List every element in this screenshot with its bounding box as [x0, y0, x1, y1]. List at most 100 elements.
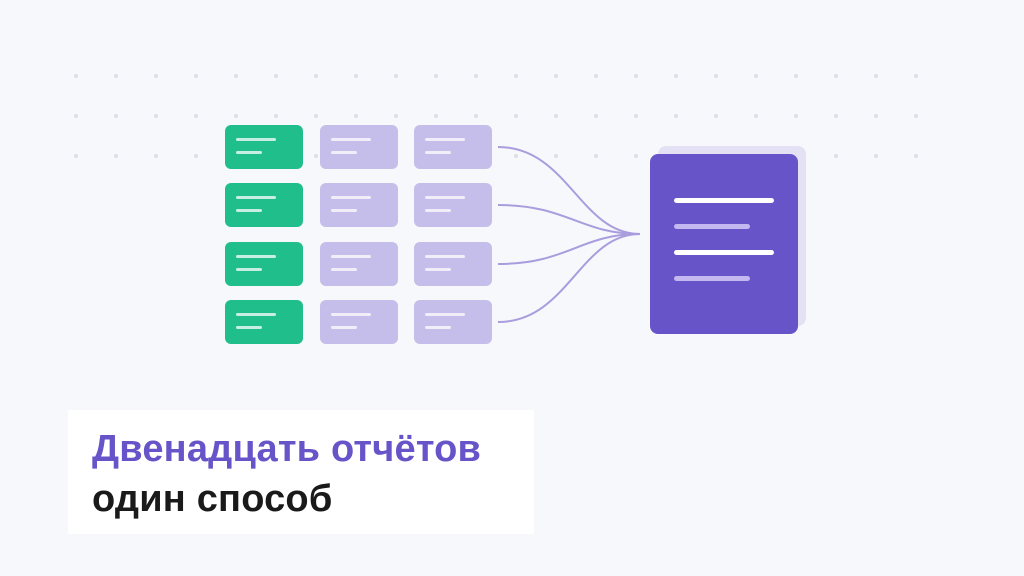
- card-text-line: [331, 255, 371, 258]
- card-text-line: [331, 209, 357, 212]
- grid-dot: [274, 114, 278, 118]
- grid-dot: [194, 154, 198, 158]
- grid-dot: [194, 114, 198, 118]
- card-text-line: [425, 138, 465, 141]
- grid-dot: [634, 114, 638, 118]
- caption-subline: один способ: [92, 478, 333, 520]
- grid-dot: [274, 74, 278, 78]
- report-card-icon: [320, 125, 398, 169]
- connector-line: [497, 204, 641, 235]
- grid-dot: [74, 114, 78, 118]
- report-card-icon: [225, 125, 303, 169]
- card-text-line: [425, 255, 465, 258]
- grid-dot: [834, 114, 838, 118]
- report-card-icon: [225, 183, 303, 227]
- grid-dot: [194, 74, 198, 78]
- grid-dot: [834, 154, 838, 158]
- grid-dot: [634, 74, 638, 78]
- card-text-line: [236, 313, 276, 316]
- grid-dot: [554, 114, 558, 118]
- card-text-line: [236, 138, 276, 141]
- grid-dot: [834, 74, 838, 78]
- grid-dot: [874, 74, 878, 78]
- document-text-line: [674, 250, 774, 255]
- grid-dot: [914, 114, 918, 118]
- grid-dot: [754, 114, 758, 118]
- card-text-line: [236, 151, 262, 154]
- grid-dot: [474, 114, 478, 118]
- grid-dot: [114, 74, 118, 78]
- card-text-line: [236, 209, 262, 212]
- grid-dot: [914, 154, 918, 158]
- grid-dot: [514, 154, 518, 158]
- grid-dot: [234, 114, 238, 118]
- report-card-icon: [320, 183, 398, 227]
- report-card-icon: [414, 183, 492, 227]
- grid-dot: [674, 74, 678, 78]
- report-card-icon: [414, 242, 492, 286]
- caption-box: Двенадцать отчётов один способ: [68, 410, 534, 534]
- grid-dot: [74, 74, 78, 78]
- grid-dot: [434, 74, 438, 78]
- report-card-icon: [414, 300, 492, 344]
- connector-line: [497, 233, 641, 265]
- grid-dot: [754, 74, 758, 78]
- grid-dot: [594, 154, 598, 158]
- grid-dot: [314, 154, 318, 158]
- document-text-line: [674, 276, 750, 281]
- grid-dot: [514, 114, 518, 118]
- grid-dot: [554, 154, 558, 158]
- grid-dot: [714, 114, 718, 118]
- caption-headline: Двенадцать отчётов: [92, 428, 482, 470]
- grid-dot: [874, 114, 878, 118]
- grid-dot: [634, 154, 638, 158]
- card-text-line: [331, 326, 357, 329]
- grid-dot: [154, 74, 158, 78]
- grid-dot: [874, 154, 878, 158]
- card-text-line: [425, 196, 465, 199]
- grid-dot: [434, 114, 438, 118]
- grid-dot: [914, 74, 918, 78]
- card-text-line: [425, 151, 451, 154]
- card-text-line: [425, 313, 465, 316]
- connector-line: [497, 146, 641, 235]
- report-card-icon: [414, 125, 492, 169]
- card-text-line: [236, 326, 262, 329]
- document-text-line: [674, 224, 750, 229]
- card-text-line: [331, 151, 357, 154]
- grid-dot: [794, 114, 798, 118]
- grid-dot: [594, 74, 598, 78]
- card-text-line: [331, 196, 371, 199]
- grid-dot: [514, 74, 518, 78]
- grid-dot: [154, 154, 158, 158]
- report-card-icon: [320, 300, 398, 344]
- grid-dot: [314, 74, 318, 78]
- card-text-line: [425, 326, 451, 329]
- card-text-line: [425, 268, 451, 271]
- grid-dot: [314, 114, 318, 118]
- report-card-icon: [320, 242, 398, 286]
- report-card-icon: [225, 242, 303, 286]
- card-text-line: [236, 255, 276, 258]
- report-card-icon: [225, 300, 303, 344]
- grid-dot: [794, 74, 798, 78]
- grid-dot: [154, 114, 158, 118]
- grid-dot: [114, 114, 118, 118]
- grid-dot: [554, 74, 558, 78]
- grid-dot: [394, 114, 398, 118]
- connector-line: [497, 233, 641, 323]
- card-text-line: [331, 268, 357, 271]
- grid-dot: [234, 74, 238, 78]
- document-text-line: [674, 198, 774, 203]
- grid-dot: [354, 114, 358, 118]
- grid-dot: [354, 74, 358, 78]
- grid-dot: [714, 74, 718, 78]
- grid-dot: [114, 154, 118, 158]
- card-text-line: [331, 313, 371, 316]
- document-icon: [650, 154, 798, 334]
- card-text-line: [425, 209, 451, 212]
- grid-dot: [394, 74, 398, 78]
- grid-dot: [474, 74, 478, 78]
